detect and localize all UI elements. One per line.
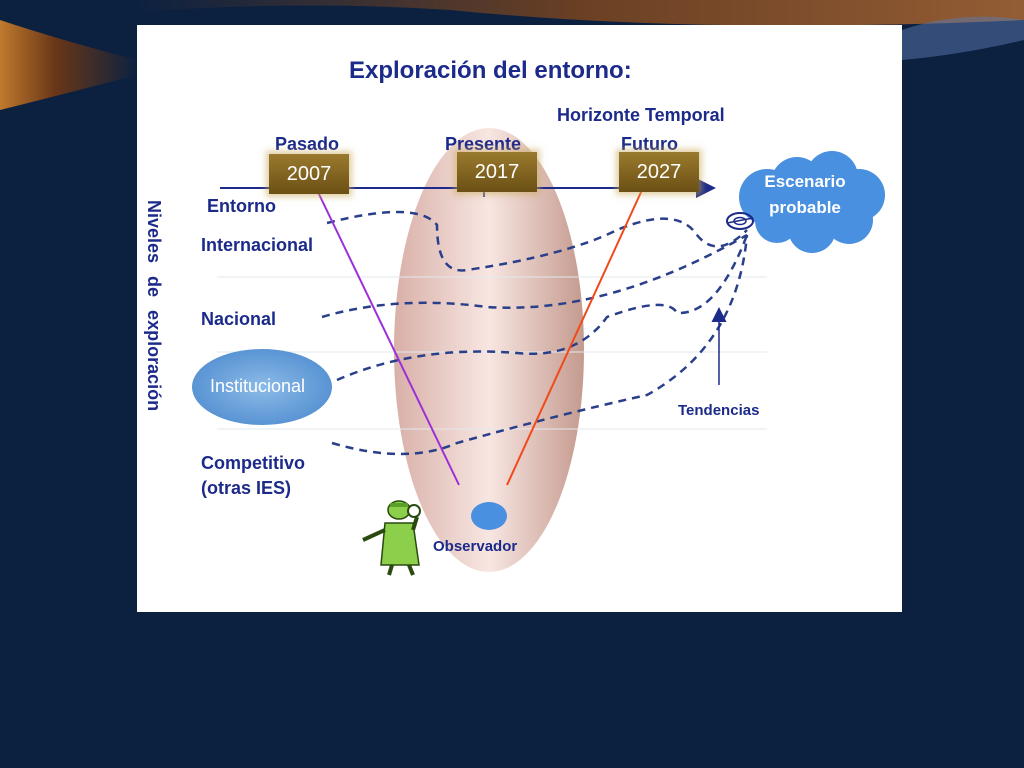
horizon-label: Horizonte Temporal <box>557 105 725 125</box>
futuro-sight-line <box>506 189 643 486</box>
scenario-cloud <box>739 151 885 253</box>
trend-curve-nacional <box>321 233 748 319</box>
institucional-ellipse <box>192 349 332 425</box>
level-institucional: Institucional <box>210 376 305 396</box>
background-streak-left <box>0 20 137 110</box>
scenario-target-icon <box>726 212 754 230</box>
detective-icon <box>362 500 421 576</box>
level-entorno: Entorno <box>207 196 276 216</box>
trend-curve-competitivo <box>331 234 749 456</box>
level-competitivo: Competitivo <box>201 453 305 473</box>
observer-field-ellipse <box>394 128 584 572</box>
trend-curves <box>321 210 749 456</box>
environment-exploration-diagram: Exploración del entorno: Horizonte Tempo… <box>144 57 885 576</box>
scenario-label-line1: Escenario <box>764 172 845 191</box>
trend-curve-institucional <box>336 234 749 382</box>
tendencias-label: Tendencias <box>678 402 759 419</box>
period-label-presente: Presente <box>445 134 521 154</box>
period-label-futuro: Futuro <box>621 134 678 154</box>
vertical-axis-label: Niveles de exploración <box>144 200 164 411</box>
diagram-title: Exploración del entorno: <box>349 57 632 84</box>
diagram-slide: Exploración del entorno: Horizonte Tempo… <box>137 25 902 612</box>
year-box-pasado: 2007 <box>269 154 349 194</box>
background-streak-right <box>902 16 1024 61</box>
period-label-pasado: Pasado <box>275 134 339 154</box>
observer-dot <box>471 502 507 530</box>
observer-label: Observador <box>433 538 517 555</box>
level-competitivo-sub: (otras IES) <box>201 478 291 498</box>
pasado-sight-line <box>316 189 460 486</box>
level-nacional: Nacional <box>201 309 276 329</box>
background-streak-top <box>137 0 1024 26</box>
level-internacional: Internacional <box>201 235 313 255</box>
trend-curve-internacional <box>326 210 748 272</box>
scenario-label-line2: probable <box>769 198 841 217</box>
year-box-presente: 2017 <box>457 152 537 192</box>
year-box-futuro: 2027 <box>619 152 699 192</box>
